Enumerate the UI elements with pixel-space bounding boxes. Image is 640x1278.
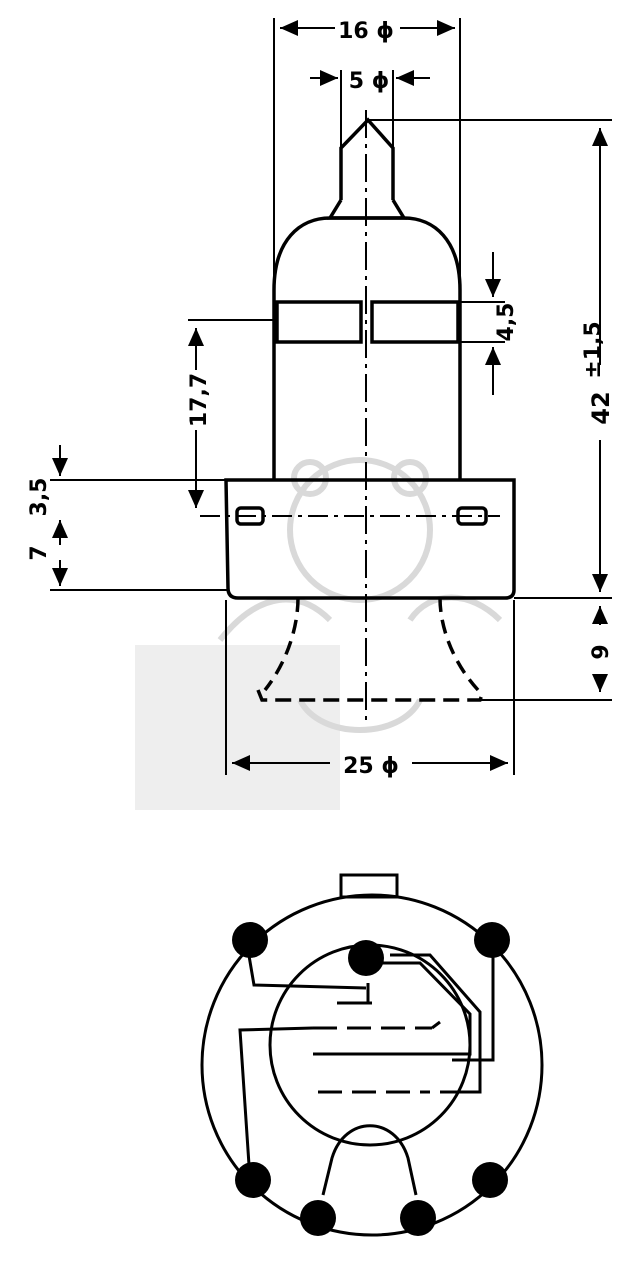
wire-5	[238, 1026, 314, 1181]
tube-band-left	[275, 300, 363, 344]
dimension-lines	[50, 18, 612, 775]
scan-wash	[135, 645, 340, 810]
pin-outline-bottom	[256, 689, 486, 702]
inner-arch	[321, 1124, 418, 1196]
label-overall-diameter: 16 ϕ	[338, 19, 394, 44]
pin-4	[235, 1162, 271, 1198]
tube-band-right	[370, 300, 460, 344]
wire-4	[452, 944, 495, 1062]
pin-7	[472, 1162, 508, 1198]
label-tip-diameter: 5 ϕ	[349, 69, 390, 94]
pin-outline-right	[438, 597, 480, 692]
pin-outline-left	[263, 597, 300, 692]
key-tab	[339, 873, 399, 899]
tube-base	[224, 478, 516, 600]
tube-side-view	[224, 117, 516, 702]
pin-1	[232, 922, 268, 958]
pin-6	[400, 1200, 436, 1236]
base-outer-circle	[200, 893, 544, 1237]
pin-5	[300, 1200, 336, 1236]
label-pin-length: 9	[589, 644, 614, 659]
wire-3	[378, 961, 472, 1056]
grid-1-end	[431, 1020, 441, 1030]
base-pins	[232, 922, 510, 1236]
wire-2	[390, 953, 482, 1094]
label-band-height: 4,5	[494, 303, 519, 342]
label-base-height: 7	[27, 545, 52, 560]
label-base-diameter: 25 ϕ	[343, 754, 399, 779]
pin-3	[474, 922, 510, 958]
label-total-height: 42	[587, 391, 615, 424]
label-lug-offset: 3,5	[27, 478, 52, 517]
label-tolerance: ±1,5	[581, 321, 606, 378]
pin-2	[348, 940, 384, 976]
label-upper-height: 17,7	[187, 373, 212, 427]
